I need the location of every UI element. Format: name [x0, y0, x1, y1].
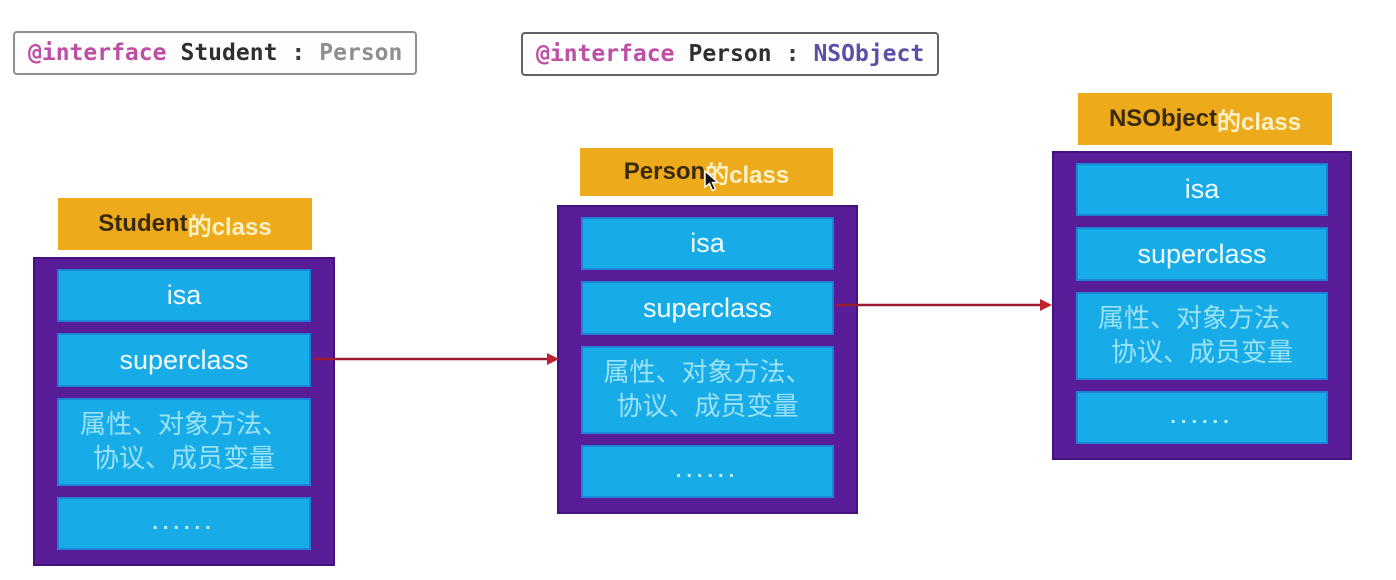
code-superclass-name: NSObject [813, 41, 925, 67]
class-title-suffix: 的class [187, 213, 272, 241]
superclass-row: superclass [1076, 227, 1328, 281]
code-class-name: Student [180, 40, 278, 66]
class-title-suffix: 的class [705, 161, 790, 189]
superclass-arrow-person-to-nsobject [836, 299, 1052, 311]
code-superclass-name: Person [319, 40, 403, 66]
class-title-name: Student [98, 210, 188, 237]
isa-row: isa [581, 217, 834, 270]
superclass-row: superclass [581, 281, 834, 335]
superclass-arrow-student-to-person [313, 353, 559, 365]
isa-row: isa [57, 269, 311, 322]
code-colon: : [785, 41, 800, 67]
members-row: 属性、对象方法、 协议、成员变量 [57, 398, 311, 486]
class-title-name: NSObject [1108, 105, 1217, 132]
isa-row: isa [1076, 163, 1328, 216]
nsobject-class-box: isa superclass 属性、对象方法、 协议、成员变量 ...... [1052, 151, 1352, 460]
student-class-box: isa superclass 属性、对象方法、 协议、成员变量 ...... [33, 257, 335, 566]
superclass-row: superclass [57, 333, 311, 387]
mouse-cursor-icon [704, 170, 720, 192]
code-snippet-student: @interface Student : Person [13, 31, 418, 75]
code-snippet-person: @interface Person : NSObject [521, 32, 940, 76]
members-row: 属性、对象方法、 协议、成员变量 [1076, 292, 1328, 380]
code-colon: : [291, 40, 306, 66]
code-class-name: Person [688, 41, 772, 67]
class-title-name: Person [623, 158, 706, 185]
ellipsis-row: ...... [57, 497, 311, 550]
person-class-box: isa superclass 属性、对象方法、 协议、成员变量 ...... [557, 205, 858, 514]
ellipsis-row: ...... [1076, 391, 1328, 444]
ellipsis-row: ...... [581, 445, 834, 498]
members-row: 属性、对象方法、 协议、成员变量 [581, 346, 834, 434]
class-title-suffix: 的class [1216, 108, 1302, 136]
code-keyword: @interface [28, 40, 167, 66]
code-keyword: @interface [536, 41, 675, 67]
